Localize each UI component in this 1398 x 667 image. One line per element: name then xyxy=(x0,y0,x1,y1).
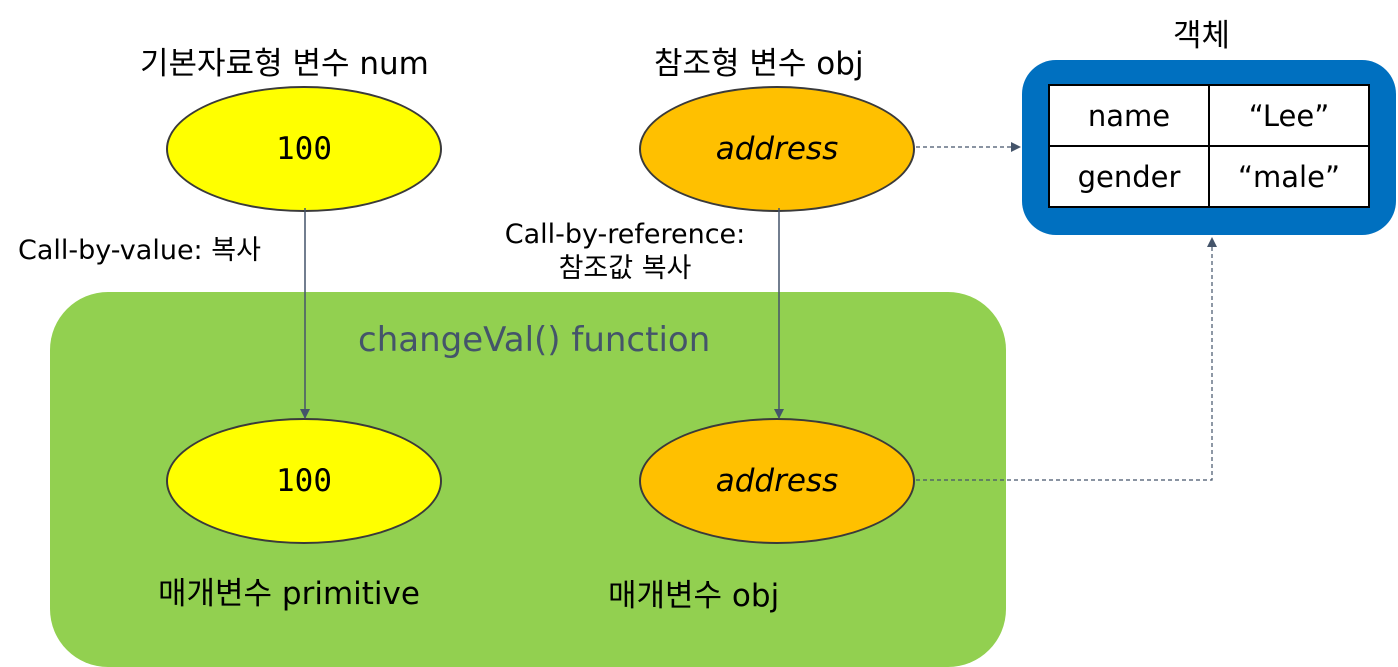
property-key: name xyxy=(1048,84,1210,147)
property-value: “Lee” xyxy=(1208,84,1370,147)
primitive-variable-heading: 기본자료형 변수 num xyxy=(140,46,429,82)
object-property-row: gender“male” xyxy=(1048,145,1370,208)
call-by-reference-line1: Call-by-reference: xyxy=(504,219,746,250)
property-key: gender xyxy=(1048,145,1210,208)
object-heading: 객체 xyxy=(1173,18,1231,54)
object-properties-table: name“Lee”gender“male” xyxy=(1048,84,1370,208)
reference-variable-heading: 참조형 변수 obj xyxy=(654,46,864,82)
obj-address: address xyxy=(715,131,839,167)
param-primitive-value: 100 xyxy=(276,463,332,499)
obj-variable-ellipse: address xyxy=(639,86,915,212)
num-value: 100 xyxy=(276,131,332,167)
num-variable-ellipse: 100 xyxy=(166,86,442,212)
param-obj-address: address xyxy=(715,463,839,499)
param-reference-dashed-arrow xyxy=(916,237,1217,481)
function-title: changeVal() function xyxy=(358,320,711,360)
object-frame: name“Lee”gender“male” xyxy=(1022,60,1396,235)
param-primitive-ellipse: 100 xyxy=(166,418,442,544)
object-property-row: name“Lee” xyxy=(1048,84,1370,147)
call-by-reference-line2: 참조값 복사 xyxy=(558,253,692,284)
call-by-value-note: Call-by-value: 복사 xyxy=(18,235,261,266)
param-obj-label: 매개변수 obj xyxy=(608,578,780,614)
call-by-reference-note: Call-by-reference: 참조값 복사 xyxy=(490,218,760,286)
param-obj-ellipse: address xyxy=(639,418,915,544)
property-value: “male” xyxy=(1208,145,1370,208)
param-primitive-label: 매개변수 primitive xyxy=(158,576,420,612)
